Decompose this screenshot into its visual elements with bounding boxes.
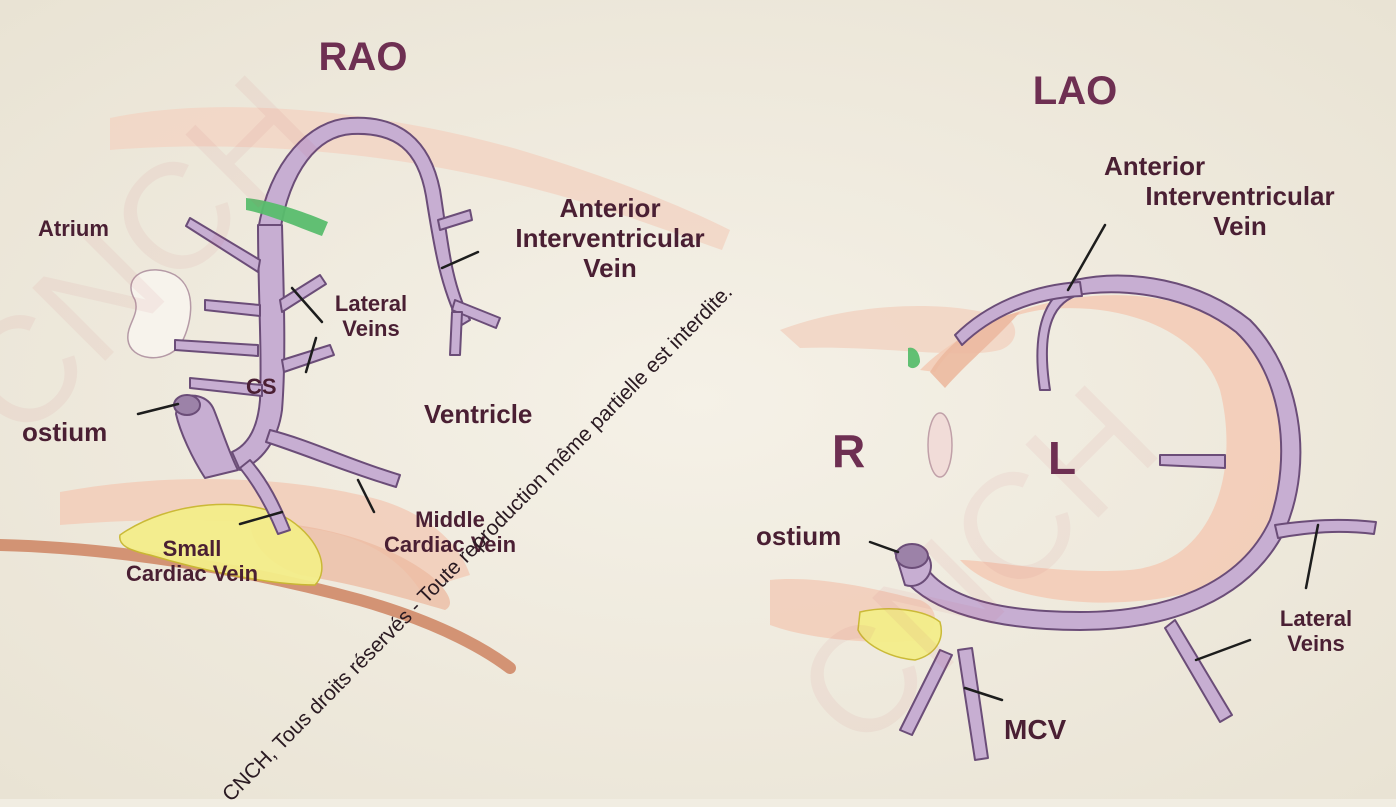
rao-aiv-line-3: Vein: [460, 254, 760, 284]
rao-lateral-veins-label: Lateral Veins: [316, 291, 426, 342]
lao-l-label: L: [1048, 432, 1076, 485]
rao-small-cardiac-line-2: Cardiac Vein: [82, 561, 302, 586]
rao-title: RAO: [288, 34, 438, 80]
lao-mcv-label: MCV: [1004, 714, 1066, 746]
lao-aiv-line-2: Interventricular: [1090, 182, 1390, 212]
lao-lateral-veins-line-1: Lateral: [1256, 606, 1376, 631]
lao-title: LAO: [1020, 68, 1130, 114]
rao-lateral-veins-line-1: Lateral: [316, 291, 426, 316]
lao-ostium-label: ostium: [756, 522, 841, 552]
lao-aiv-line-3: Vein: [1090, 212, 1390, 242]
rao-ventricle-label: Ventricle: [424, 400, 532, 430]
rao-small-cardiac-label: Small Cardiac Vein: [82, 536, 302, 587]
rao-lateral-veins-line-2: Veins: [316, 316, 426, 341]
lao-lateral-veins-line-2: Veins: [1256, 631, 1376, 656]
rao-atrium-label: Atrium: [38, 216, 109, 241]
lao-aiv-line-1: Anterior: [1090, 152, 1390, 182]
rao-aiv-line-2: Interventricular: [460, 224, 760, 254]
lao-valve-oval: [928, 413, 952, 477]
rao-aiv-label: Anterior Interventricular Vein: [460, 194, 760, 284]
rao-ostium-label: ostium: [22, 418, 107, 448]
rao-cs-label: CS: [246, 374, 277, 399]
lao-aiv-label: Anterior Interventricular Vein: [1090, 152, 1390, 242]
lao-lateral-veins-label: Lateral Veins: [1256, 606, 1376, 657]
rao-aiv-line-1: Anterior: [460, 194, 760, 224]
rao-mcv-label: Middle Cardiac Vein: [340, 507, 560, 558]
rao-small-cardiac-line-1: Small: [82, 536, 302, 561]
lao-r-label: R: [832, 425, 865, 478]
